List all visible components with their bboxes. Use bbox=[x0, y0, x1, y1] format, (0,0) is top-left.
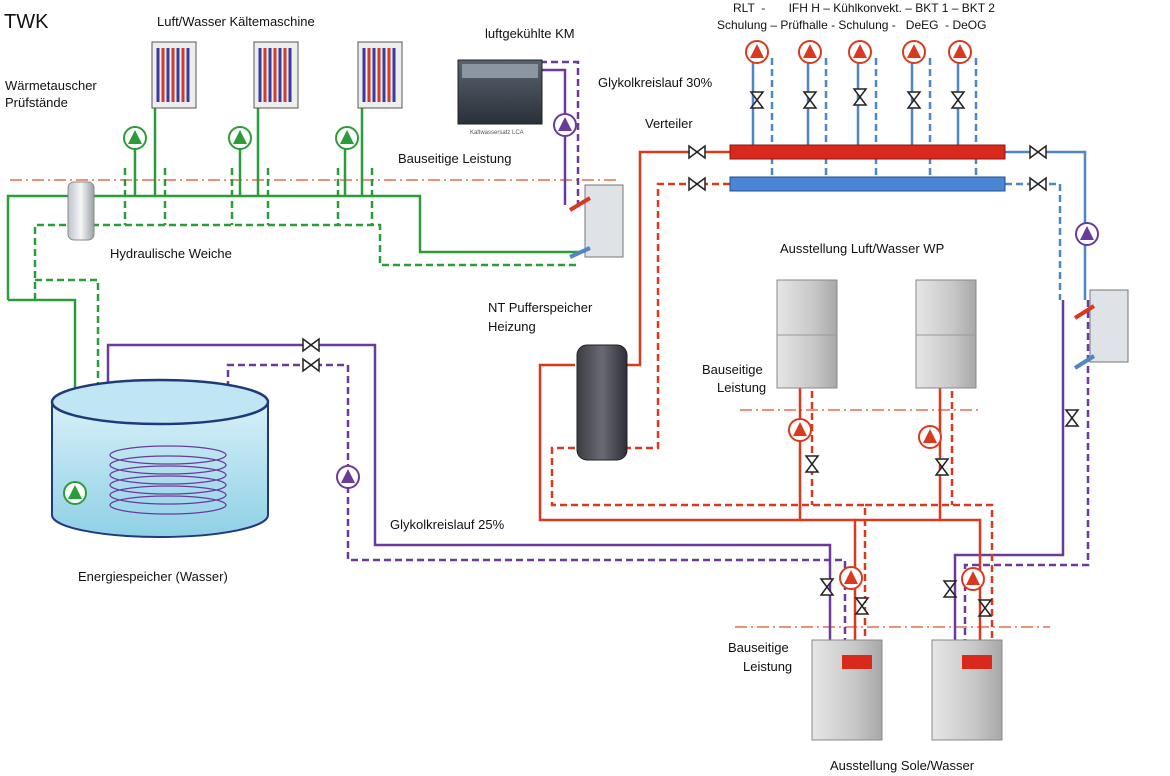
valve-icon bbox=[688, 176, 706, 192]
chiller-caption: Kaltwassersatz LCA bbox=[470, 130, 524, 136]
label-bauseitige-bot-1: Bauseitige bbox=[728, 640, 789, 655]
label-glykolkreislauf-25: Glykolkreislauf 25% bbox=[390, 517, 505, 532]
heat-pump-air-1 bbox=[776, 279, 838, 389]
heat-pump-air-2 bbox=[915, 279, 977, 389]
energy-storage-tank bbox=[50, 378, 270, 538]
label-energiespeicher: Energiespeicher (Wasser) bbox=[78, 569, 228, 584]
heat-pump-brine-2 bbox=[931, 639, 1003, 741]
valve-icon bbox=[934, 458, 950, 476]
label-ausstellung-luft-wasser-wp: Ausstellung Luft/Wasser WP bbox=[780, 241, 944, 256]
pump-icon bbox=[553, 113, 577, 137]
valve-icon bbox=[950, 91, 966, 109]
plate-exchanger-2 bbox=[253, 41, 299, 109]
pump-icon bbox=[1075, 222, 1099, 246]
pump-icon bbox=[961, 567, 985, 591]
pump-icon bbox=[335, 126, 359, 150]
label-glykolkreislauf-30: Glykolkreislauf 30% bbox=[598, 75, 713, 90]
valve-icon bbox=[977, 599, 993, 617]
label-waermetauscher: Wärmetauscher bbox=[5, 78, 97, 93]
pump-icon bbox=[798, 40, 822, 64]
label-nt-pufferspeicher: NT Pufferspeicher bbox=[488, 300, 593, 315]
valve-icon bbox=[302, 357, 320, 373]
label-heizung: Heizung bbox=[488, 319, 536, 334]
label-ausstellung-sole-wasser: Ausstellung Sole/Wasser bbox=[830, 758, 975, 773]
pump-icon bbox=[228, 126, 252, 150]
valve-icon bbox=[906, 91, 922, 109]
valve-icon bbox=[1029, 176, 1047, 192]
page-title: TWK bbox=[4, 11, 49, 33]
pump-icon bbox=[948, 40, 972, 64]
plate-exchanger-3 bbox=[357, 41, 403, 109]
valve-icon bbox=[854, 597, 870, 615]
pump-icon bbox=[336, 465, 360, 489]
pump-icons bbox=[63, 40, 1099, 591]
pump-icon bbox=[745, 40, 769, 64]
valve-icon bbox=[1029, 144, 1047, 160]
valve-icon bbox=[302, 337, 320, 353]
valve-icons bbox=[302, 88, 1080, 617]
label-bauseitige-mid-2: Leistung bbox=[717, 380, 766, 395]
label-luftgekuehlte-km: luftgekühlte KM bbox=[485, 26, 575, 41]
pump-icon bbox=[902, 40, 926, 64]
pump-icon bbox=[123, 126, 147, 150]
buffer-tank bbox=[576, 344, 628, 461]
pump-icon bbox=[788, 418, 812, 442]
plate-exchanger-glycol-top bbox=[568, 184, 624, 259]
air-cooled-chiller: Kaltwassersatz LCA bbox=[457, 59, 543, 136]
distributor-supply-bar bbox=[729, 144, 1006, 160]
pump-icon bbox=[839, 566, 863, 590]
valve-icon bbox=[688, 144, 706, 160]
valve-icon bbox=[1064, 409, 1080, 427]
pump-icon bbox=[63, 481, 87, 505]
pump-icon bbox=[848, 40, 872, 64]
distributor-return-bar bbox=[729, 176, 1006, 192]
plate-exchanger-glycol-right bbox=[1073, 289, 1129, 370]
label-bauseitige-bot-2: Leistung bbox=[743, 659, 792, 674]
label-bauseitige-mid-1: Bauseitige bbox=[702, 362, 763, 377]
green-circuit bbox=[6, 96, 580, 395]
pump-icon bbox=[918, 425, 942, 449]
label-bauseitige-leistung-top: Bauseitige Leistung bbox=[398, 151, 511, 166]
hydraulic-switch bbox=[67, 181, 95, 241]
valve-icon bbox=[802, 91, 818, 109]
consumers-line-1: RLT - IFH H – Kühlkonvekt. – BKT 1 – BKT… bbox=[733, 1, 995, 15]
valve-icon bbox=[749, 91, 765, 109]
label-pruefstaende: Prüfstände bbox=[5, 95, 68, 110]
label-hydraulische-weiche: Hydraulische Weiche bbox=[110, 246, 232, 261]
valve-icon bbox=[819, 578, 835, 596]
valve-icon bbox=[942, 580, 958, 598]
label-luft-wasser-kaeltemaschine: Luft/Wasser Kältemaschine bbox=[157, 14, 315, 29]
plate-exchanger-1 bbox=[151, 41, 197, 109]
valve-icon bbox=[804, 455, 820, 473]
heat-pump-brine-1 bbox=[811, 639, 883, 741]
label-verteiler: Verteiler bbox=[645, 116, 693, 131]
valve-icon bbox=[852, 88, 868, 106]
consumers-line-2: Schulung – Prüfhalle - Schulung - DeEG -… bbox=[717, 18, 986, 32]
